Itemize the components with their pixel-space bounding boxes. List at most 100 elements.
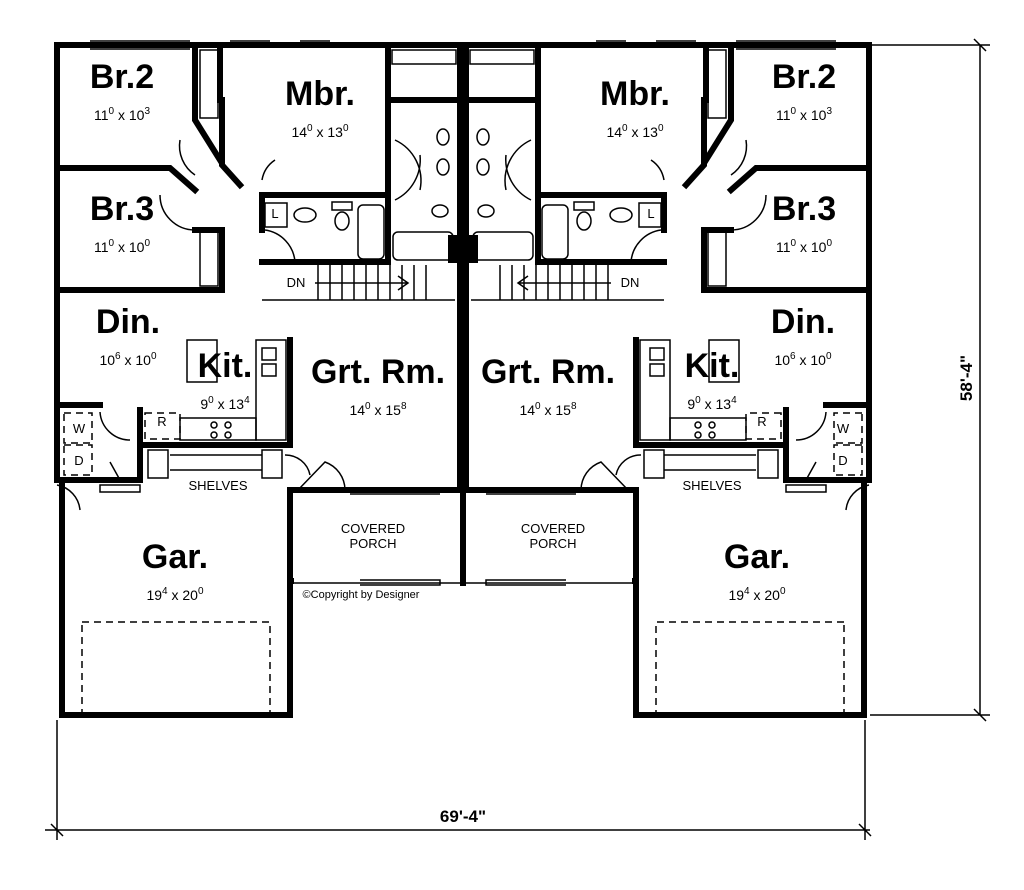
dimension-part: 11	[776, 107, 791, 123]
left-br2-dimensions: 110 x 103	[94, 106, 150, 123]
dimension-part: 11	[776, 239, 791, 255]
dimension-part: 9	[200, 396, 208, 412]
dimension-part: 4	[162, 586, 168, 597]
dimension-part: 10	[99, 352, 115, 368]
right-grt-label: Grt. Rm.	[481, 353, 615, 391]
dimension-part: 11	[94, 107, 109, 123]
dimension-part: 15	[555, 402, 571, 418]
dimension-part: 13	[642, 124, 658, 140]
dimension-part: 3	[826, 106, 832, 117]
left-grt-label: Grt. Rm.	[311, 353, 445, 391]
left-washer-label: W	[73, 421, 86, 436]
right-covered-porch-label: COVERED	[521, 521, 585, 536]
depth-dimension-line	[870, 38, 990, 722]
dimension-part: 10	[811, 239, 827, 255]
right-linen-label: L	[647, 206, 654, 221]
dimension-part: 10	[774, 352, 790, 368]
left-kit-label: Kit.	[198, 347, 253, 385]
left-mbr-label: Mbr.	[285, 75, 355, 113]
left-din-dimensions: 106 x 100	[99, 351, 157, 368]
dimension-part: 14	[291, 124, 307, 140]
dimension-part: 8	[401, 401, 407, 412]
right-washer-label: W	[837, 421, 850, 436]
right-covered-porch-label-2: PORCH	[530, 536, 577, 551]
dimension-part: 11	[94, 239, 109, 255]
copyright-text: ©Copyright by Designer	[303, 589, 420, 601]
dimension-separator: x	[750, 587, 765, 603]
dimension-part: 13	[716, 396, 732, 412]
left-br3-label: Br.3	[90, 190, 154, 228]
right-kit-label: Kit.	[685, 347, 740, 385]
dimension-separator: x	[168, 587, 183, 603]
dimension-part: 10	[811, 107, 827, 123]
right-gar-label: Gar.	[724, 538, 790, 576]
dimension-separator: x	[214, 396, 229, 412]
dimension-part: 0	[208, 395, 214, 406]
dimension-separator: x	[796, 107, 811, 123]
dimension-part: 0	[365, 401, 371, 412]
dimension-part: 19	[728, 587, 744, 603]
dimension-part: 0	[151, 351, 157, 362]
dimension-part: 10	[129, 239, 145, 255]
dimension-part: 4	[744, 586, 750, 597]
dimension-separator: x	[121, 352, 136, 368]
left-shelves-label: SHELVES	[188, 478, 247, 493]
dimension-part: 10	[135, 352, 151, 368]
dimension-part: 20	[764, 587, 780, 603]
right-mbr-dimensions: 140 x 130	[606, 123, 664, 140]
dimension-part: 13	[229, 396, 245, 412]
dimension-part: 3	[144, 106, 150, 117]
dimension-separator: x	[371, 402, 386, 418]
left-stairs-down-label: DN	[287, 275, 306, 290]
left-refrigerator-label: R	[157, 414, 166, 429]
width-dimension-line	[45, 720, 872, 840]
right-stairs-down-label: DN	[621, 275, 640, 290]
right-dryer-label: D	[838, 453, 847, 468]
dimension-part: 0	[826, 238, 832, 249]
dimension-part: 15	[385, 402, 401, 418]
dimension-part: 14	[519, 402, 535, 418]
left-grt-dimensions: 140 x 158	[349, 401, 407, 418]
overall-depth-label: 58'-4"	[957, 355, 976, 401]
dimension-separator: x	[541, 402, 556, 418]
dimension-separator: x	[114, 107, 129, 123]
dimension-part: 9	[687, 396, 695, 412]
dimension-part: 0	[109, 238, 115, 249]
dimension-separator: x	[628, 124, 643, 140]
dimension-part: 0	[791, 106, 797, 117]
dimension-part: 0	[535, 401, 541, 412]
left-mbr-dimensions: 140 x 130	[291, 123, 349, 140]
dimension-part: 0	[109, 106, 115, 117]
dimension-part: 6	[115, 351, 121, 362]
right-gar-dimensions: 194 x 200	[728, 586, 786, 603]
dimension-part: 10	[129, 107, 145, 123]
overall-width-label: 69'-4"	[440, 807, 486, 826]
right-br3-label: Br.3	[772, 190, 836, 228]
right-din-dimensions: 106 x 100	[774, 351, 832, 368]
right-kit-dimensions: 90 x 134	[687, 395, 737, 412]
dimension-separator: x	[313, 124, 328, 140]
dimension-part: 0	[343, 123, 349, 134]
left-br2-label: Br.2	[90, 58, 154, 96]
dimension-part: 0	[780, 586, 786, 597]
dimension-part: 0	[307, 123, 313, 134]
dimension-part: 19	[146, 587, 162, 603]
dimension-part: 10	[810, 352, 826, 368]
dimension-part: 4	[731, 395, 737, 406]
left-dryer-label: D	[74, 453, 83, 468]
left-gar-label: Gar.	[142, 538, 208, 576]
dimension-part: 0	[826, 351, 832, 362]
right-br3-dimensions: 110 x 100	[776, 238, 832, 255]
dimension-separator: x	[796, 239, 811, 255]
right-br2-dimensions: 110 x 103	[776, 106, 832, 123]
dimension-part: 14	[606, 124, 622, 140]
right-shelves-label: SHELVES	[682, 478, 741, 493]
right-grt-dimensions: 140 x 158	[519, 401, 577, 418]
left-covered-porch-label-2: PORCH	[350, 536, 397, 551]
right-din-label: Din.	[771, 303, 835, 341]
left-covered-porch-label: COVERED	[341, 521, 405, 536]
dimension-part: 0	[198, 586, 204, 597]
dimension-part: 0	[791, 238, 797, 249]
dimension-part: 13	[327, 124, 343, 140]
